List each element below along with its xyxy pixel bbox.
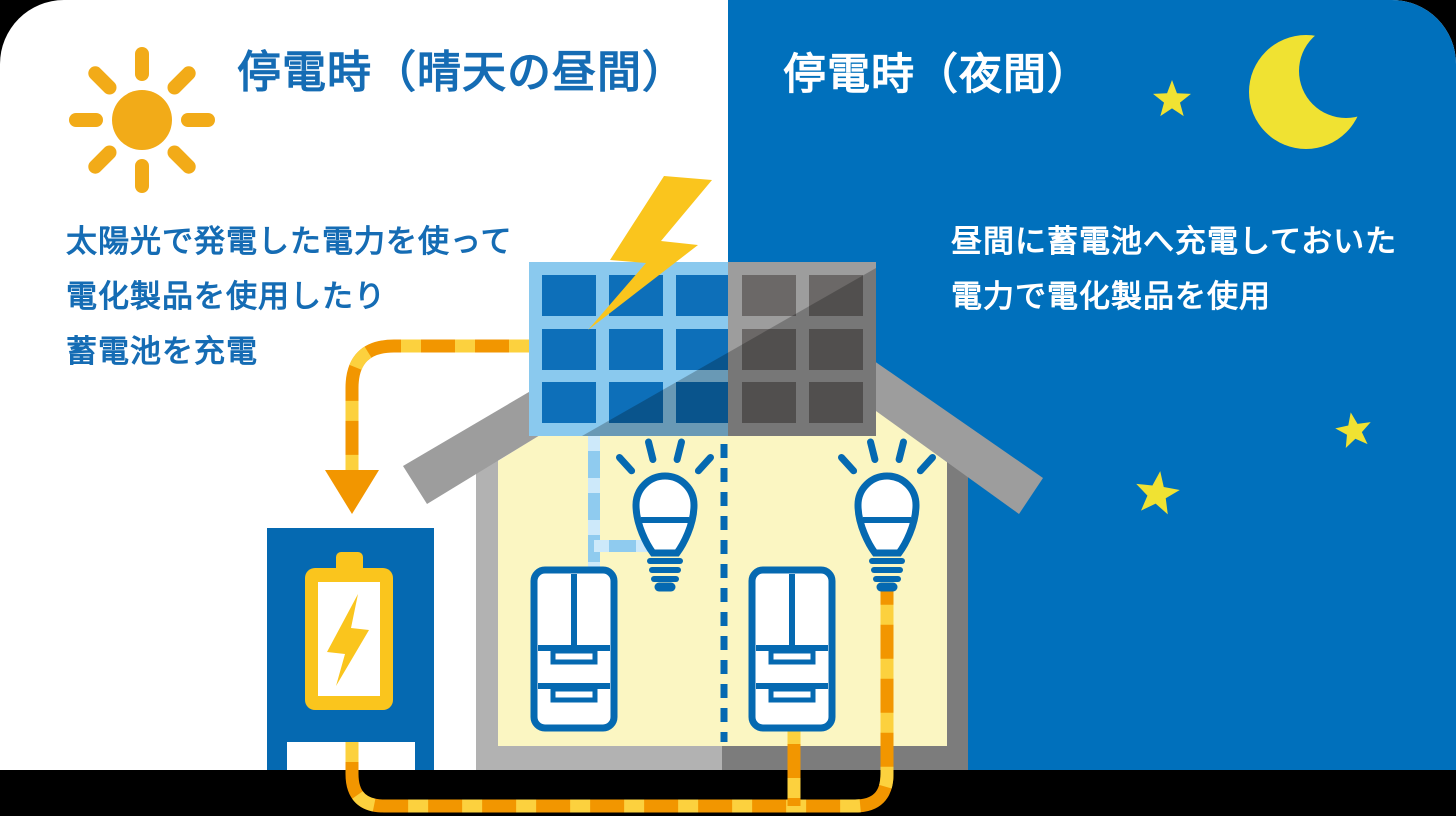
lightning-bolt-icon: [588, 176, 712, 330]
solar-panel-icon: [529, 262, 876, 436]
arrow-down-icon: [325, 470, 379, 514]
charge-bolt-icon: [327, 594, 369, 686]
battery-charging-icon: [267, 528, 434, 770]
night-description-line: 昼間に蓄電池へ充電しておいた: [951, 224, 1398, 259]
discharge-cable-battery-to-house: [345, 590, 894, 813]
house-wall-left: [476, 440, 498, 770]
day-description-line: 電化製品を使用したり: [66, 279, 386, 314]
day-title: 停電時（晴天の昼間）: [237, 48, 687, 97]
light-bulb-icon-day: [616, 438, 714, 592]
solar-cells-night: [742, 275, 863, 423]
night-description-line: 電力で電化製品を使用: [951, 279, 1271, 314]
night-description: 昼間に蓄電池へ充電しておいた 電力で電化製品を使用: [951, 214, 1397, 324]
house-floor-day: [476, 746, 722, 770]
day-description-line: 太陽光で発電した電力を使って: [66, 224, 513, 259]
house-wall-right: [947, 440, 968, 770]
house-floor-night: [722, 746, 968, 770]
night-title: 停電時（夜間）: [783, 51, 1091, 99]
charge-cable-panel-to-battery: [325, 339, 529, 514]
crescent-moon-icon: [1249, 24, 1393, 149]
solar-cells-day: [542, 275, 728, 423]
panel-sheen: [582, 268, 876, 436]
refrigerator-icon-day: [530, 566, 618, 732]
sun-icon: [69, 47, 215, 193]
refrigerator-icon-night: [748, 566, 836, 732]
day-description-line: 蓄電池を充電: [66, 334, 258, 369]
light-bulb-icon-night: [838, 438, 936, 592]
day-description: 太陽光で発電した電力を使って 電化製品を使用したり 蓄電池を充電: [66, 214, 512, 379]
